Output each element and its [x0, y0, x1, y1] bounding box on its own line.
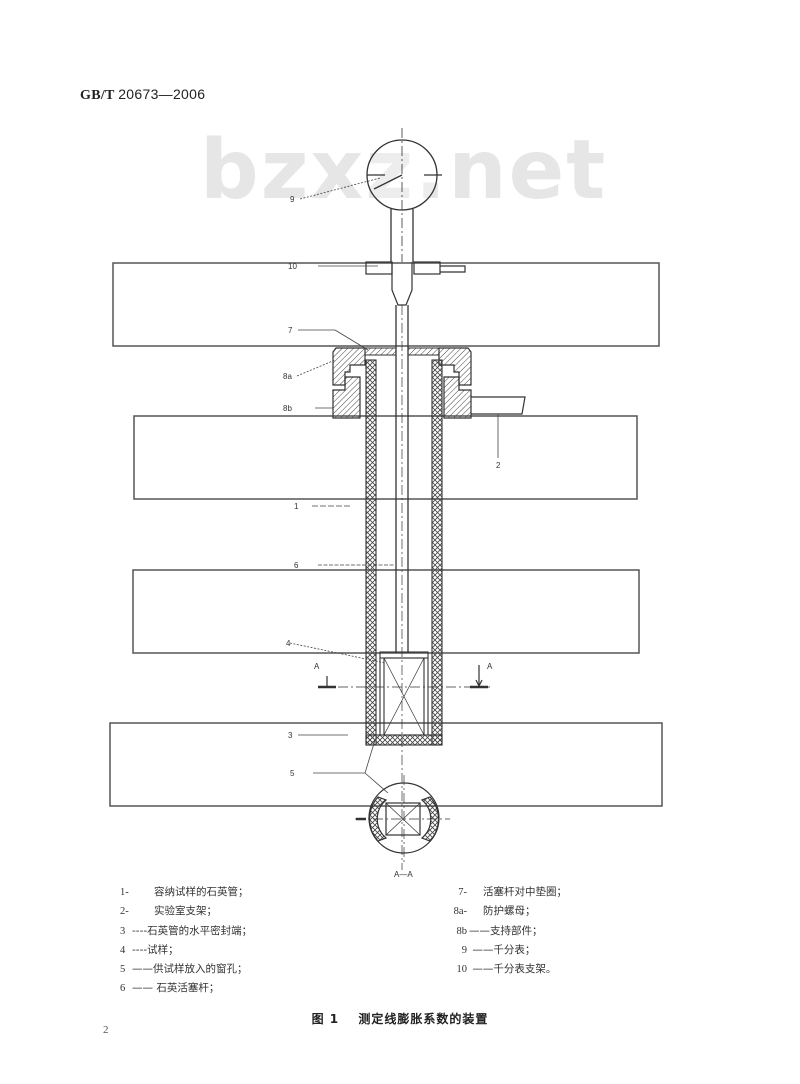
- callout-8b: 8b: [283, 404, 292, 413]
- callout-6: 6: [294, 561, 299, 570]
- section-label: A—A: [394, 870, 413, 879]
- legend-item: 2-实验室支架；: [120, 905, 217, 918]
- figure-title: 测定线膨胀系数的装置: [358, 1012, 489, 1026]
- figure-number: 图 1: [311, 1012, 340, 1026]
- support-part: [332, 376, 526, 419]
- standard-prefix: GB/T: [80, 88, 115, 103]
- legend-item: 6—— 石英活塞杆；: [120, 982, 220, 995]
- legend-item: 1-容纳试样的石英管；: [120, 886, 249, 898]
- legend-item: 8a-防护螺母；: [453, 905, 536, 918]
- section-marks: [318, 665, 490, 689]
- callout-1: 1: [294, 502, 299, 511]
- callout-8a: 8a: [283, 372, 292, 381]
- protective-nut: [332, 347, 472, 386]
- callout-5: 5: [290, 769, 295, 778]
- legend-left: 1-容纳试样的石英管； 2-实验室支架； 3----石英管的水平密封端； 4--…: [120, 883, 252, 999]
- legend-item: 3----石英管的水平密封端；: [120, 924, 253, 937]
- callout-9: 9: [290, 195, 295, 204]
- standard-number: 20673—2006: [118, 86, 206, 102]
- section-view: [355, 775, 450, 865]
- legend-item: 4----试样；: [120, 943, 179, 956]
- piston-rod: [395, 305, 409, 870]
- legend-item: 10 ——千分表支架。: [456, 963, 557, 976]
- legend-right: 7-活塞杆对中垫圈； 8a-防护螺母； 8b——支持部件； 9 ——千分表； 1…: [437, 883, 567, 979]
- legend-item: 8b——支持部件；: [456, 924, 543, 937]
- legend-item: 9 ——千分表；: [461, 943, 536, 956]
- dial-gauge: [366, 128, 442, 262]
- legend-item: 5——供试样放入的窗孔；: [120, 963, 248, 976]
- section-mark-left: A: [314, 662, 320, 671]
- callout-2: 2: [496, 461, 501, 470]
- watermark: bzxz.net: [200, 123, 608, 218]
- quartz-tube: [365, 359, 443, 746]
- callout-4: 4: [286, 639, 291, 648]
- callout-labels: 9 10 7 8a 8b 2 1 6 4 3 5 A A A—A: [283, 195, 501, 879]
- page-number: 2: [103, 1024, 109, 1036]
- gauge-holder: [365, 261, 466, 306]
- standard-code: GB/T 20673—2006: [80, 86, 205, 104]
- callout-3: 3: [288, 731, 293, 740]
- callout-10: 10: [288, 262, 297, 271]
- callout-7: 7: [288, 326, 293, 335]
- specimen: [379, 651, 429, 736]
- legend-item: 7-活塞杆对中垫圈；: [458, 886, 567, 898]
- figure-caption: 图 1 测定线膨胀系数的装置: [0, 1010, 800, 1027]
- leader-lines: [289, 177, 499, 794]
- section-mark-right: A: [487, 662, 493, 671]
- frame-boxes: [109, 262, 663, 807]
